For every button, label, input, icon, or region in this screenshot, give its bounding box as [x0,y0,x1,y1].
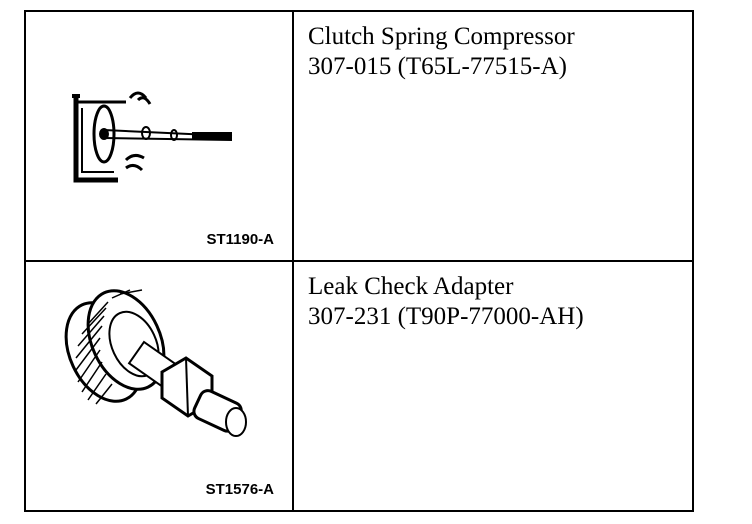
part-number: 307-231 (T90P-77000-AH) [308,303,584,330]
leak-check-adapter-icon [64,289,247,437]
special-tools-table: ST1190-A Clutch Spring Compressor 307-01… [24,10,694,512]
part-number: 307-015 (T65L-77515-A) [308,53,567,80]
figure-code: ST1576-A [205,481,274,498]
tool-name: Clutch Spring Compressor [308,23,575,50]
tool-illustration-cell: ST1190-A [26,12,294,262]
tool-description-cell: Leak Check Adapter 307-231 (T90P-77000-A… [294,262,692,510]
figure-code: ST1190-A [206,231,274,248]
clutch-spring-compressor-icon [72,91,233,183]
tool-description-cell: Clutch Spring Compressor 307-015 (T65L-7… [294,12,692,262]
tool-name: Leak Check Adapter [308,273,514,300]
tool-illustration-cell: ST1576-A [26,262,294,510]
